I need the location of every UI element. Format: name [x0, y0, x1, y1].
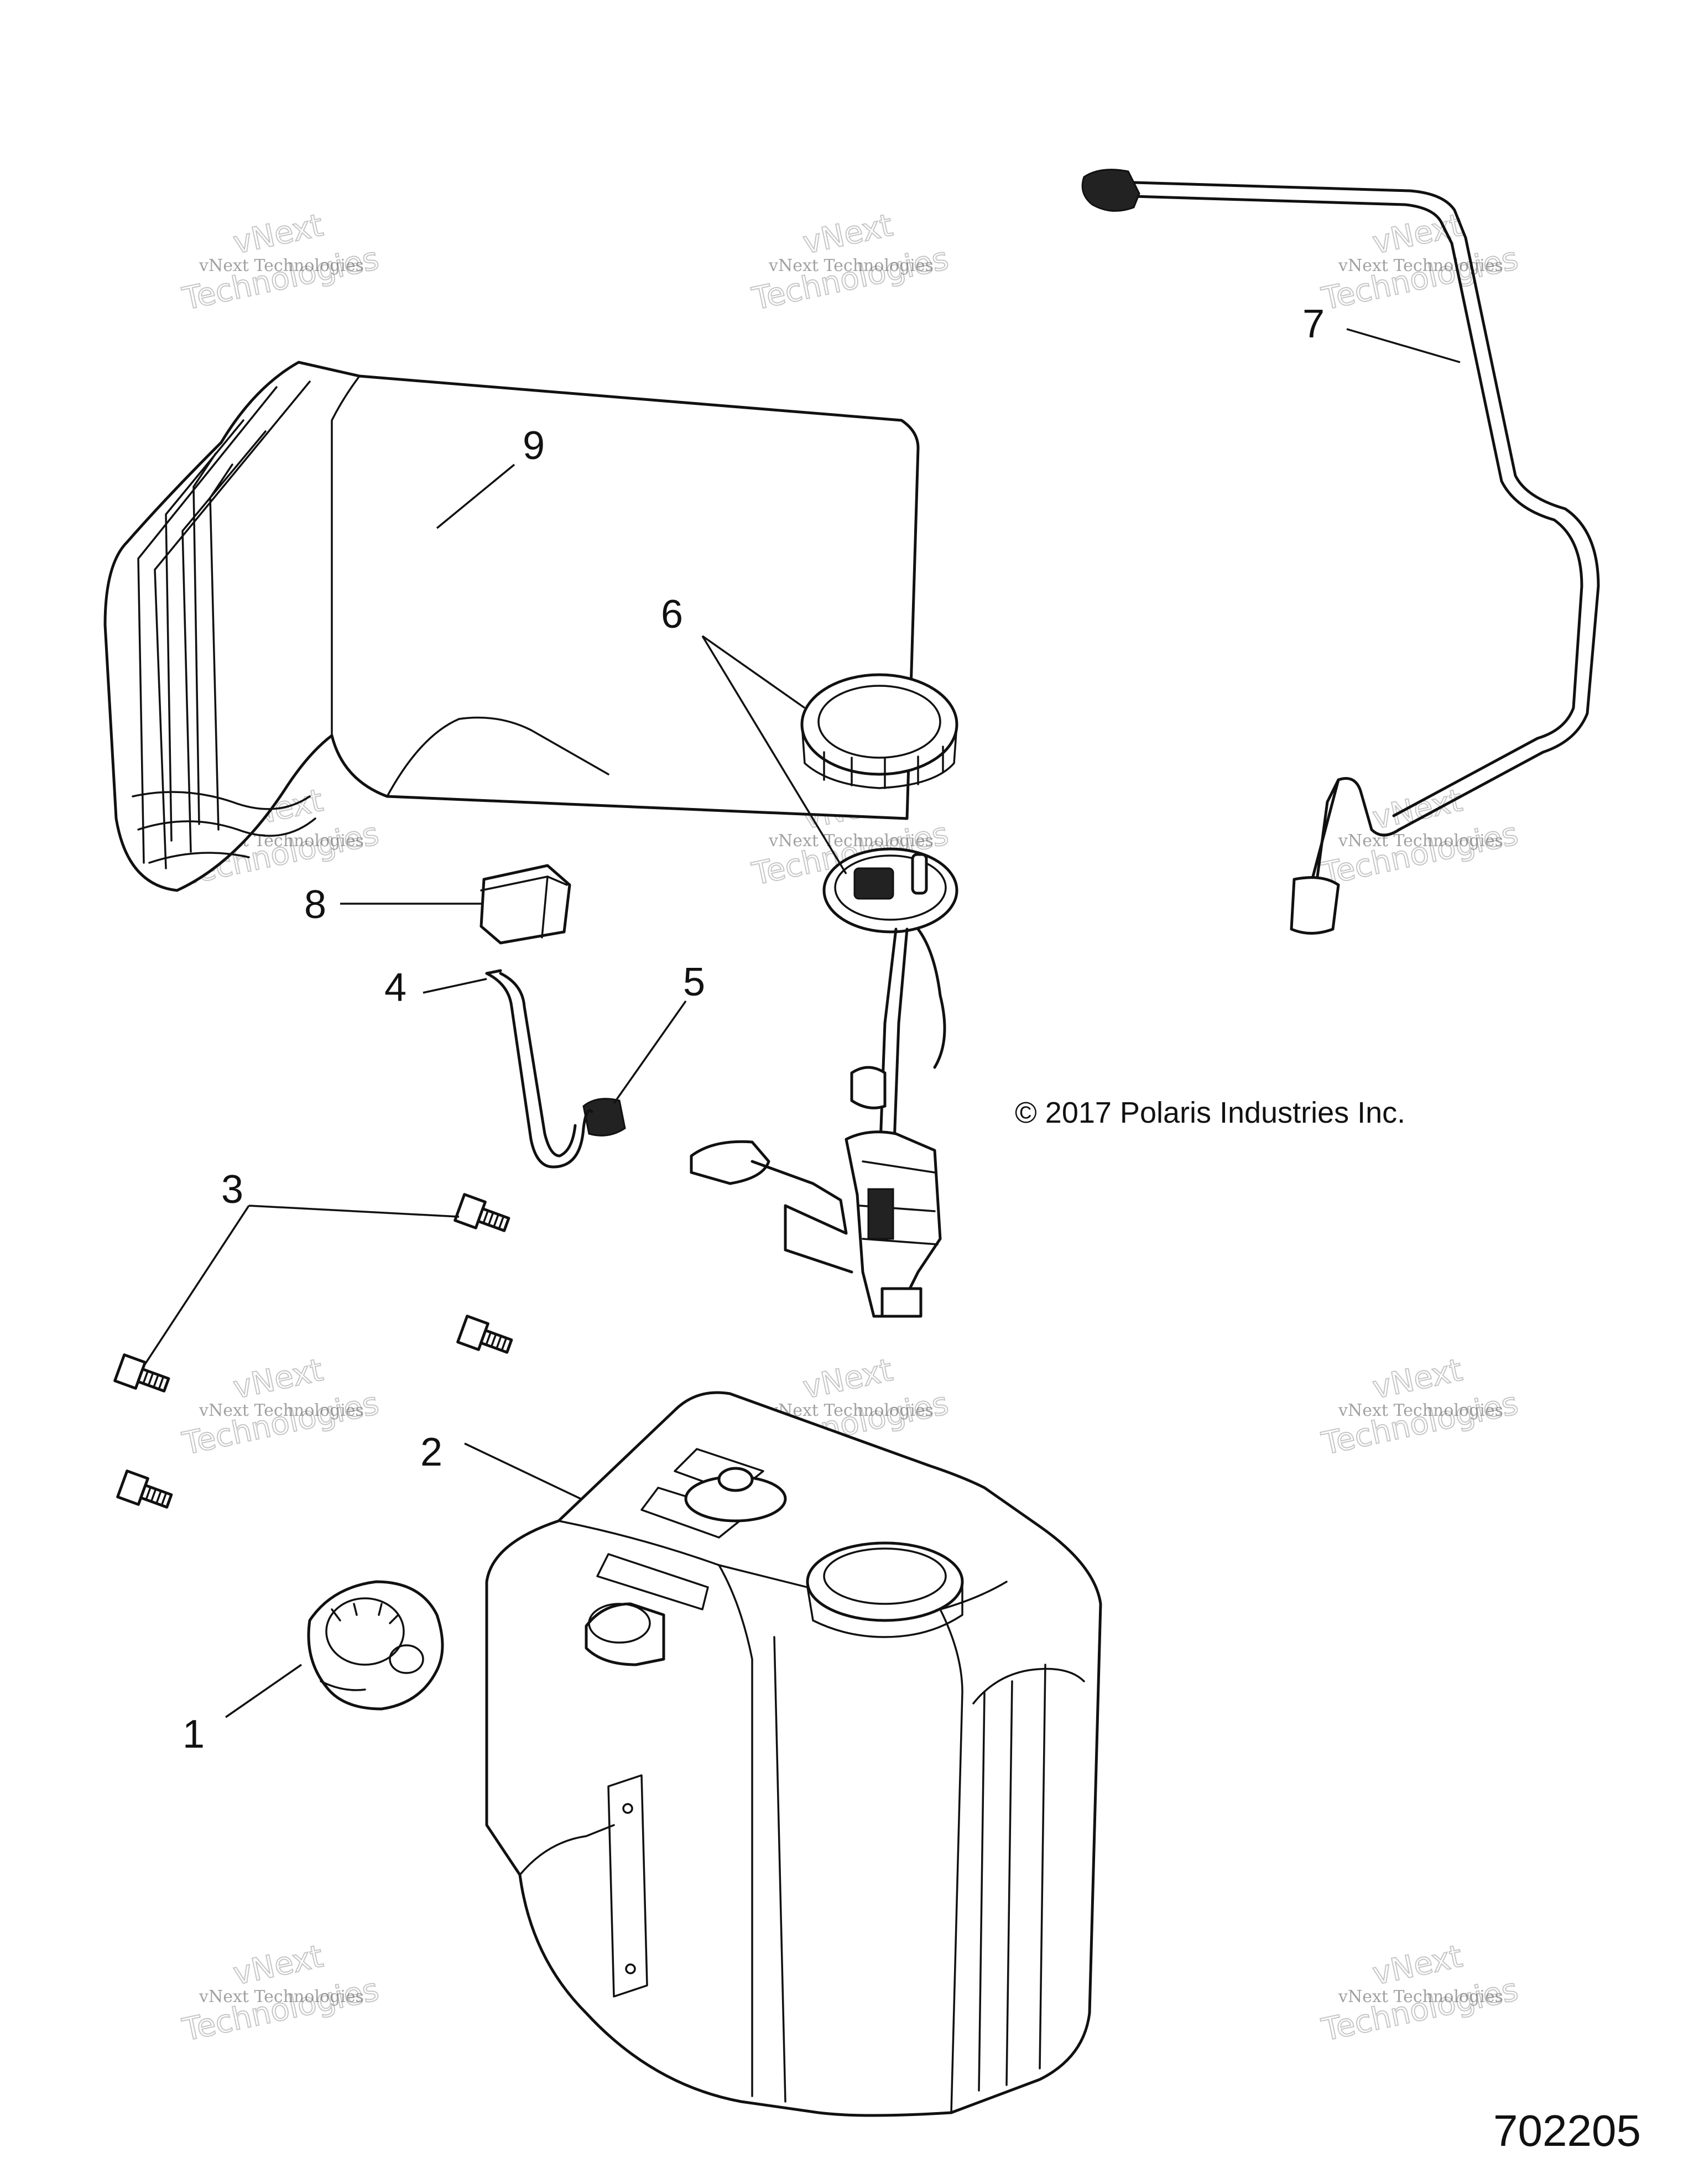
- watermark: Technologies vNext vNext Technologies: [1318, 1352, 1521, 1463]
- svg-text:Technologies: Technologies: [179, 241, 382, 317]
- bolt: [456, 1315, 513, 1354]
- callout-4: 4: [384, 966, 406, 1010]
- part-6-lock-ring: [800, 673, 958, 789]
- svg-text:Technologies: Technologies: [179, 1385, 382, 1462]
- leader-3b: [143, 1205, 250, 1367]
- bolt: [113, 1353, 170, 1393]
- svg-text:vNext: vNext: [230, 1352, 326, 1406]
- leader-lines: [143, 328, 1461, 1718]
- part-6-fuel-pump: [690, 847, 958, 1318]
- watermark: Technologies vNext vNext Technologies: [1318, 207, 1521, 318]
- svg-text:vNext: vNext: [230, 207, 326, 262]
- part-3-bolts: [113, 1193, 513, 1509]
- part-1-fuel-cap: [307, 1580, 444, 1711]
- svg-text:Technologies: Technologies: [1318, 816, 1521, 893]
- part-8-foam-block: [480, 864, 571, 945]
- bolt: [454, 1193, 510, 1232]
- part-7-vent-line: [1081, 169, 1600, 935]
- leader-5: [613, 1000, 687, 1104]
- svg-text:Technologies: Technologies: [1318, 241, 1521, 317]
- svg-text:vNext: vNext: [800, 207, 896, 262]
- watermark: Technologies vNext vNext Technologies: [179, 207, 382, 318]
- callout-1: 1: [183, 1712, 205, 1756]
- bolt: [116, 1469, 173, 1509]
- svg-text:vNext Technologies: vNext Technologies: [768, 831, 934, 851]
- part-4-hose: [485, 969, 593, 1169]
- leader-6a: [701, 635, 806, 709]
- svg-text:vNext: vNext: [1369, 1938, 1466, 1993]
- watermark: Technologies vNext vNext Technologies: [179, 1352, 382, 1463]
- callout-6: 6: [661, 592, 683, 637]
- svg-text:Technologies: Technologies: [1318, 1385, 1521, 1462]
- svg-text:vNext: vNext: [800, 1352, 896, 1406]
- svg-text:vNext: vNext: [1369, 783, 1466, 837]
- leader-4: [423, 978, 487, 994]
- leader-6b: [701, 635, 847, 874]
- leader-2: [464, 1442, 581, 1500]
- callout-8: 8: [304, 883, 326, 927]
- svg-text:vNext Technologies: vNext Technologies: [1338, 1401, 1503, 1420]
- leader-9: [436, 463, 515, 529]
- leader-3a: [248, 1205, 460, 1218]
- svg-text:vNext Technologies: vNext Technologies: [768, 256, 934, 275]
- callout-3: 3: [221, 1167, 243, 1212]
- callout-2: 2: [420, 1430, 442, 1474]
- callout-9: 9: [523, 424, 545, 468]
- watermark: Technologies vNext vNext Technologies: [1318, 782, 1521, 893]
- svg-text:Technologies: Technologies: [1318, 1972, 1521, 2049]
- leader-7: [1346, 328, 1461, 363]
- svg-text:vNext Technologies: vNext Technologies: [199, 1401, 364, 1420]
- callout-labels: 1 2 3 4 5 6 7 8 9: [183, 302, 1325, 1756]
- watermark: Technologies vNext vNext Technologies: [179, 1938, 382, 2049]
- svg-text:vNext Technologies: vNext Technologies: [1338, 1987, 1503, 2006]
- watermark: Technologies vNext vNext Technologies: [748, 207, 952, 318]
- svg-text:vNext: vNext: [230, 1938, 326, 1993]
- svg-text:vNext Technologies: vNext Technologies: [1338, 831, 1503, 851]
- part-9-heat-shield: [103, 361, 920, 892]
- svg-text:vNext: vNext: [1369, 1352, 1466, 1406]
- part-2-fuel-tank: [485, 1391, 1102, 2117]
- svg-text:Technologies: Technologies: [179, 1972, 382, 2049]
- svg-text:vNext Technologies: vNext Technologies: [199, 256, 364, 275]
- part-5-connector: [582, 1098, 626, 1137]
- callout-5: 5: [683, 960, 705, 1004]
- svg-text:vNext Technologies: vNext Technologies: [1338, 256, 1503, 275]
- svg-text:Technologies: Technologies: [749, 241, 951, 317]
- leader-1: [225, 1664, 302, 1718]
- copyright-notice: © 2017 Polaris Industries Inc.: [1015, 1096, 1405, 1129]
- svg-text:vNext Technologies: vNext Technologies: [199, 1987, 364, 2006]
- watermark: Technologies vNext vNext Technologies: [1318, 1938, 1521, 2049]
- document-number: 702205: [1493, 2106, 1641, 2155]
- svg-text:vNext: vNext: [1369, 207, 1466, 262]
- callout-7: 7: [1302, 302, 1325, 346]
